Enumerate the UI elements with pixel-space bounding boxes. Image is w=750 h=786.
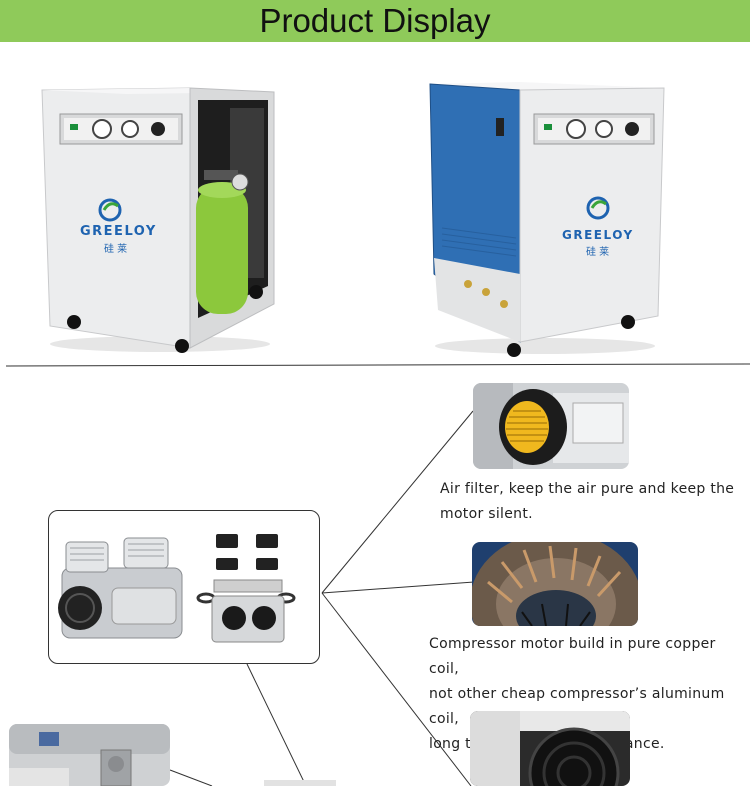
cooling-fan-photo	[470, 711, 630, 786]
air-filter-caption: Air filter, keep the air pure and keep t…	[440, 477, 750, 527]
brand-logo-text-left: GREELOY	[80, 224, 157, 239]
brand-logo-chinese-right: 硅 莱	[586, 247, 610, 258]
brand-logo-text-right: GREELOY	[562, 228, 634, 242]
page-title: Product Display	[259, 2, 491, 39]
copper-coil-caption-line-2: not other cheap compressor’s aluminum co…	[429, 686, 725, 727]
bottom-partial-photo	[264, 780, 336, 786]
product-photo-open-cabinet	[41, 87, 275, 353]
copper-coil-photo	[472, 542, 638, 626]
valve-detail-photo	[9, 724, 170, 786]
air-filter-caption-line-1: Air filter, keep the air pure and keep t…	[440, 481, 735, 497]
brand-logo-chinese-left: 硅 莱	[104, 244, 128, 255]
air-filter-photo	[473, 383, 629, 469]
product-photo-closed-cabinet	[429, 82, 665, 357]
copper-coil-caption-line-1: Compressor motor build in pure copper co…	[429, 636, 716, 677]
header-bar	[0, 0, 750, 42]
pump-motor-photo	[58, 534, 296, 643]
air-filter-caption-line-2: motor silent.	[440, 506, 533, 522]
